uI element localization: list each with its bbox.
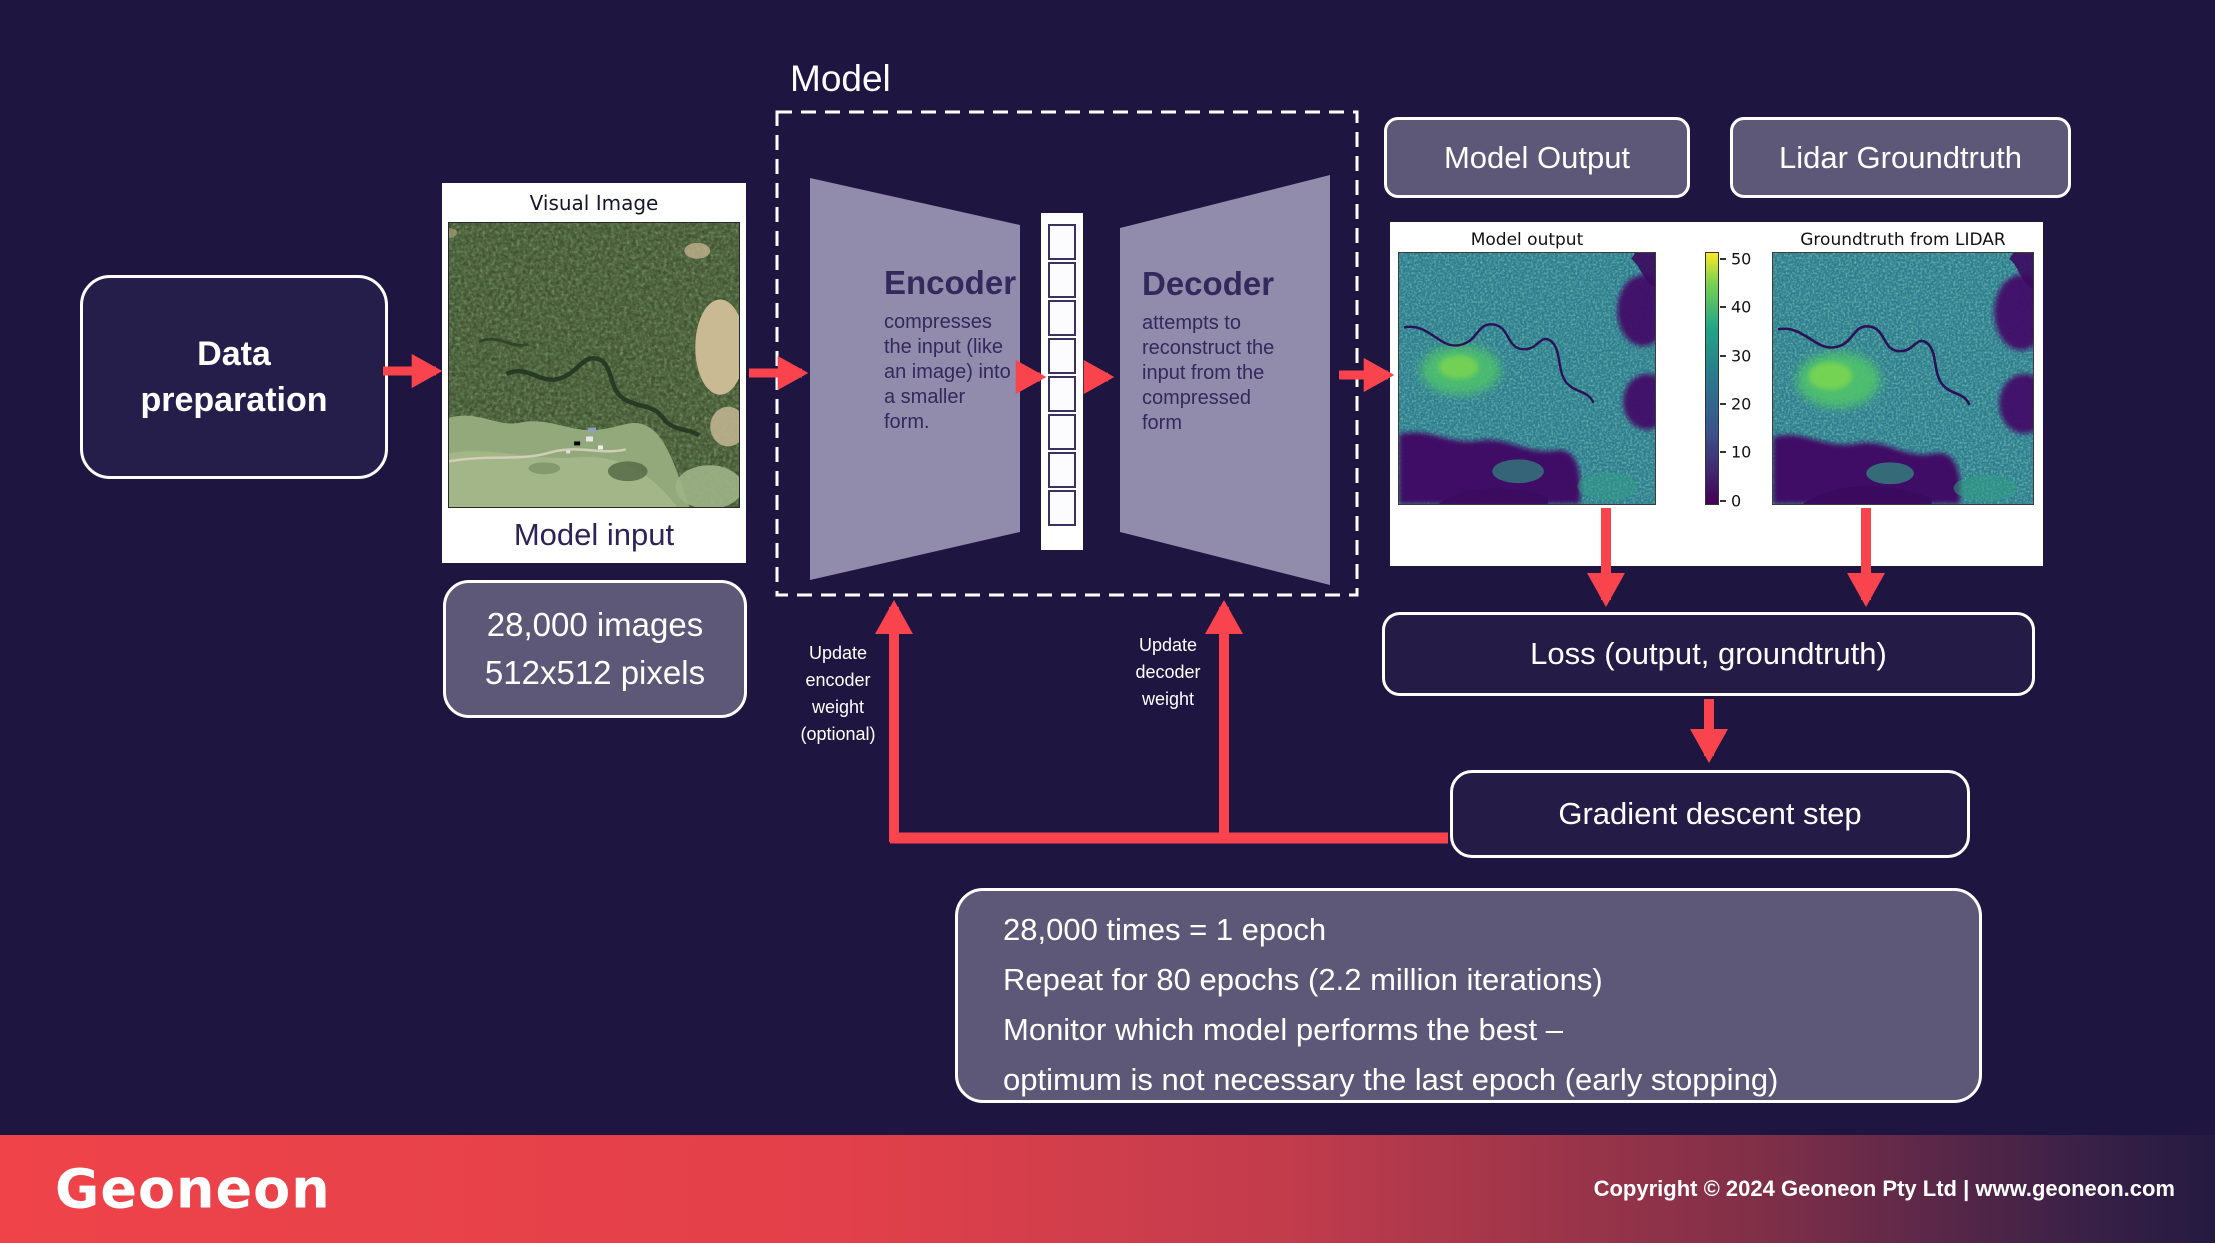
data-preparation-label: Data preparation <box>140 335 328 419</box>
latent-cell <box>1048 452 1076 488</box>
colorbar-label-50: 50 <box>1731 249 1752 269</box>
aerial-forest-image <box>448 222 740 508</box>
colorbar-tick <box>1720 258 1726 260</box>
aerial-forest-illustration <box>449 223 739 507</box>
training-note-2: Repeat for 80 epochs (2.2 million iterat… <box>1003 962 1603 997</box>
colorbar-label-20: 20 <box>1731 394 1752 414</box>
model-output-label: Model Output <box>1443 139 1631 175</box>
latent-cell <box>1048 490 1076 526</box>
decoder-description: attempts to reconstruct the input from t… <box>1142 312 1275 434</box>
model-group-label: Model <box>790 58 891 99</box>
training-note-3: Monitor which model performs the best – <box>1003 1012 1563 1047</box>
latent-cell <box>1048 224 1076 260</box>
model-output-header: Model Output <box>1384 117 1690 198</box>
latent-cell <box>1048 376 1076 412</box>
footer-bar: Geoneon Copyright © 2024 Geoneon Pty Ltd… <box>0 1135 2215 1243</box>
latent-cell <box>1048 338 1076 374</box>
colorbar-tick <box>1720 403 1726 405</box>
loss-label: Loss (output, groundtruth) <box>1530 636 1887 671</box>
encoder-title: Encoder <box>884 264 1017 301</box>
decoder-text: Decoder attempts to reconstruct the inpu… <box>1142 265 1312 436</box>
encoder-description: compresses the input (like an image) int… <box>884 311 1011 433</box>
latent-cells <box>1048 224 1076 528</box>
viridis-colorbar <box>1705 252 1719 505</box>
model-input-caption: Model input <box>513 517 675 552</box>
latent-cell <box>1048 262 1076 298</box>
gradient-descent-label: Gradient descent step <box>1558 796 1862 831</box>
groundtruth-heatmap-image <box>1773 253 2033 504</box>
colorbar-label-40: 40 <box>1731 297 1752 317</box>
data-preparation-box: Data preparation <box>80 275 388 479</box>
colorbar-tick <box>1720 451 1726 453</box>
visual-image-title: Visual Image <box>529 191 659 215</box>
training-notes-box: 28,000 times = 1 epoch Repeat for 80 epo… <box>955 888 1982 1103</box>
lidar-groundtruth-header: Lidar Groundtruth <box>1730 117 2071 198</box>
dataset-size-box: 28,000 images 512x512 pixels <box>443 580 747 718</box>
model-input-panel: Visual Image <box>442 183 746 563</box>
colorbar-tick <box>1720 500 1726 502</box>
copyright-text: Copyright © 2024 Geoneon Pty Ltd | www.g… <box>1593 1176 2175 1201</box>
update-decoder-weight-label: Update decoder weight <box>1135 635 1201 709</box>
update-encoder-weight-label: Update encoder weight (optional) <box>800 643 876 744</box>
latent-cell <box>1048 414 1076 450</box>
decoder-title: Decoder <box>1142 265 1275 302</box>
training-note-4: optimum is not necessary the last epoch … <box>1003 1062 1779 1097</box>
groundtruth-plot-title: Groundtruth from LIDAR <box>1800 230 2006 250</box>
lidar-groundtruth-label: Lidar Groundtruth <box>1779 139 2022 175</box>
latent-cell <box>1048 300 1076 336</box>
training-note-1: 28,000 times = 1 epoch <box>1003 912 1327 947</box>
geoneon-logo: Geoneon <box>55 1157 331 1221</box>
latent-vector-bar <box>1041 213 1083 550</box>
dataset-size-label: 28,000 images 512x512 pixels <box>484 606 706 691</box>
encoder-block: Encoder compresses the input (like an im… <box>810 178 1020 580</box>
colorbar-tick <box>1720 355 1726 357</box>
model-output-plot-title: Model output <box>1470 230 1584 250</box>
comparison-panel: Model output Groundtruth from LIDAR <box>1390 222 2043 566</box>
model-output-heatmap <box>1398 252 1656 505</box>
encoder-text: Encoder compresses the input (like an im… <box>884 264 1020 435</box>
gradient-descent-box: Gradient descent step <box>1450 770 1970 858</box>
colorbar-label-0: 0 <box>1731 491 1742 511</box>
groundtruth-heatmap <box>1772 252 2034 505</box>
model-output-heatmap-image <box>1399 253 1655 504</box>
loss-box: Loss (output, groundtruth) <box>1382 612 2035 696</box>
colorbar-tick <box>1720 306 1726 308</box>
colorbar-label-30: 30 <box>1731 346 1752 366</box>
colorbar-label-10: 10 <box>1731 442 1752 462</box>
decoder-block: Decoder attempts to reconstruct the inpu… <box>1120 175 1330 585</box>
